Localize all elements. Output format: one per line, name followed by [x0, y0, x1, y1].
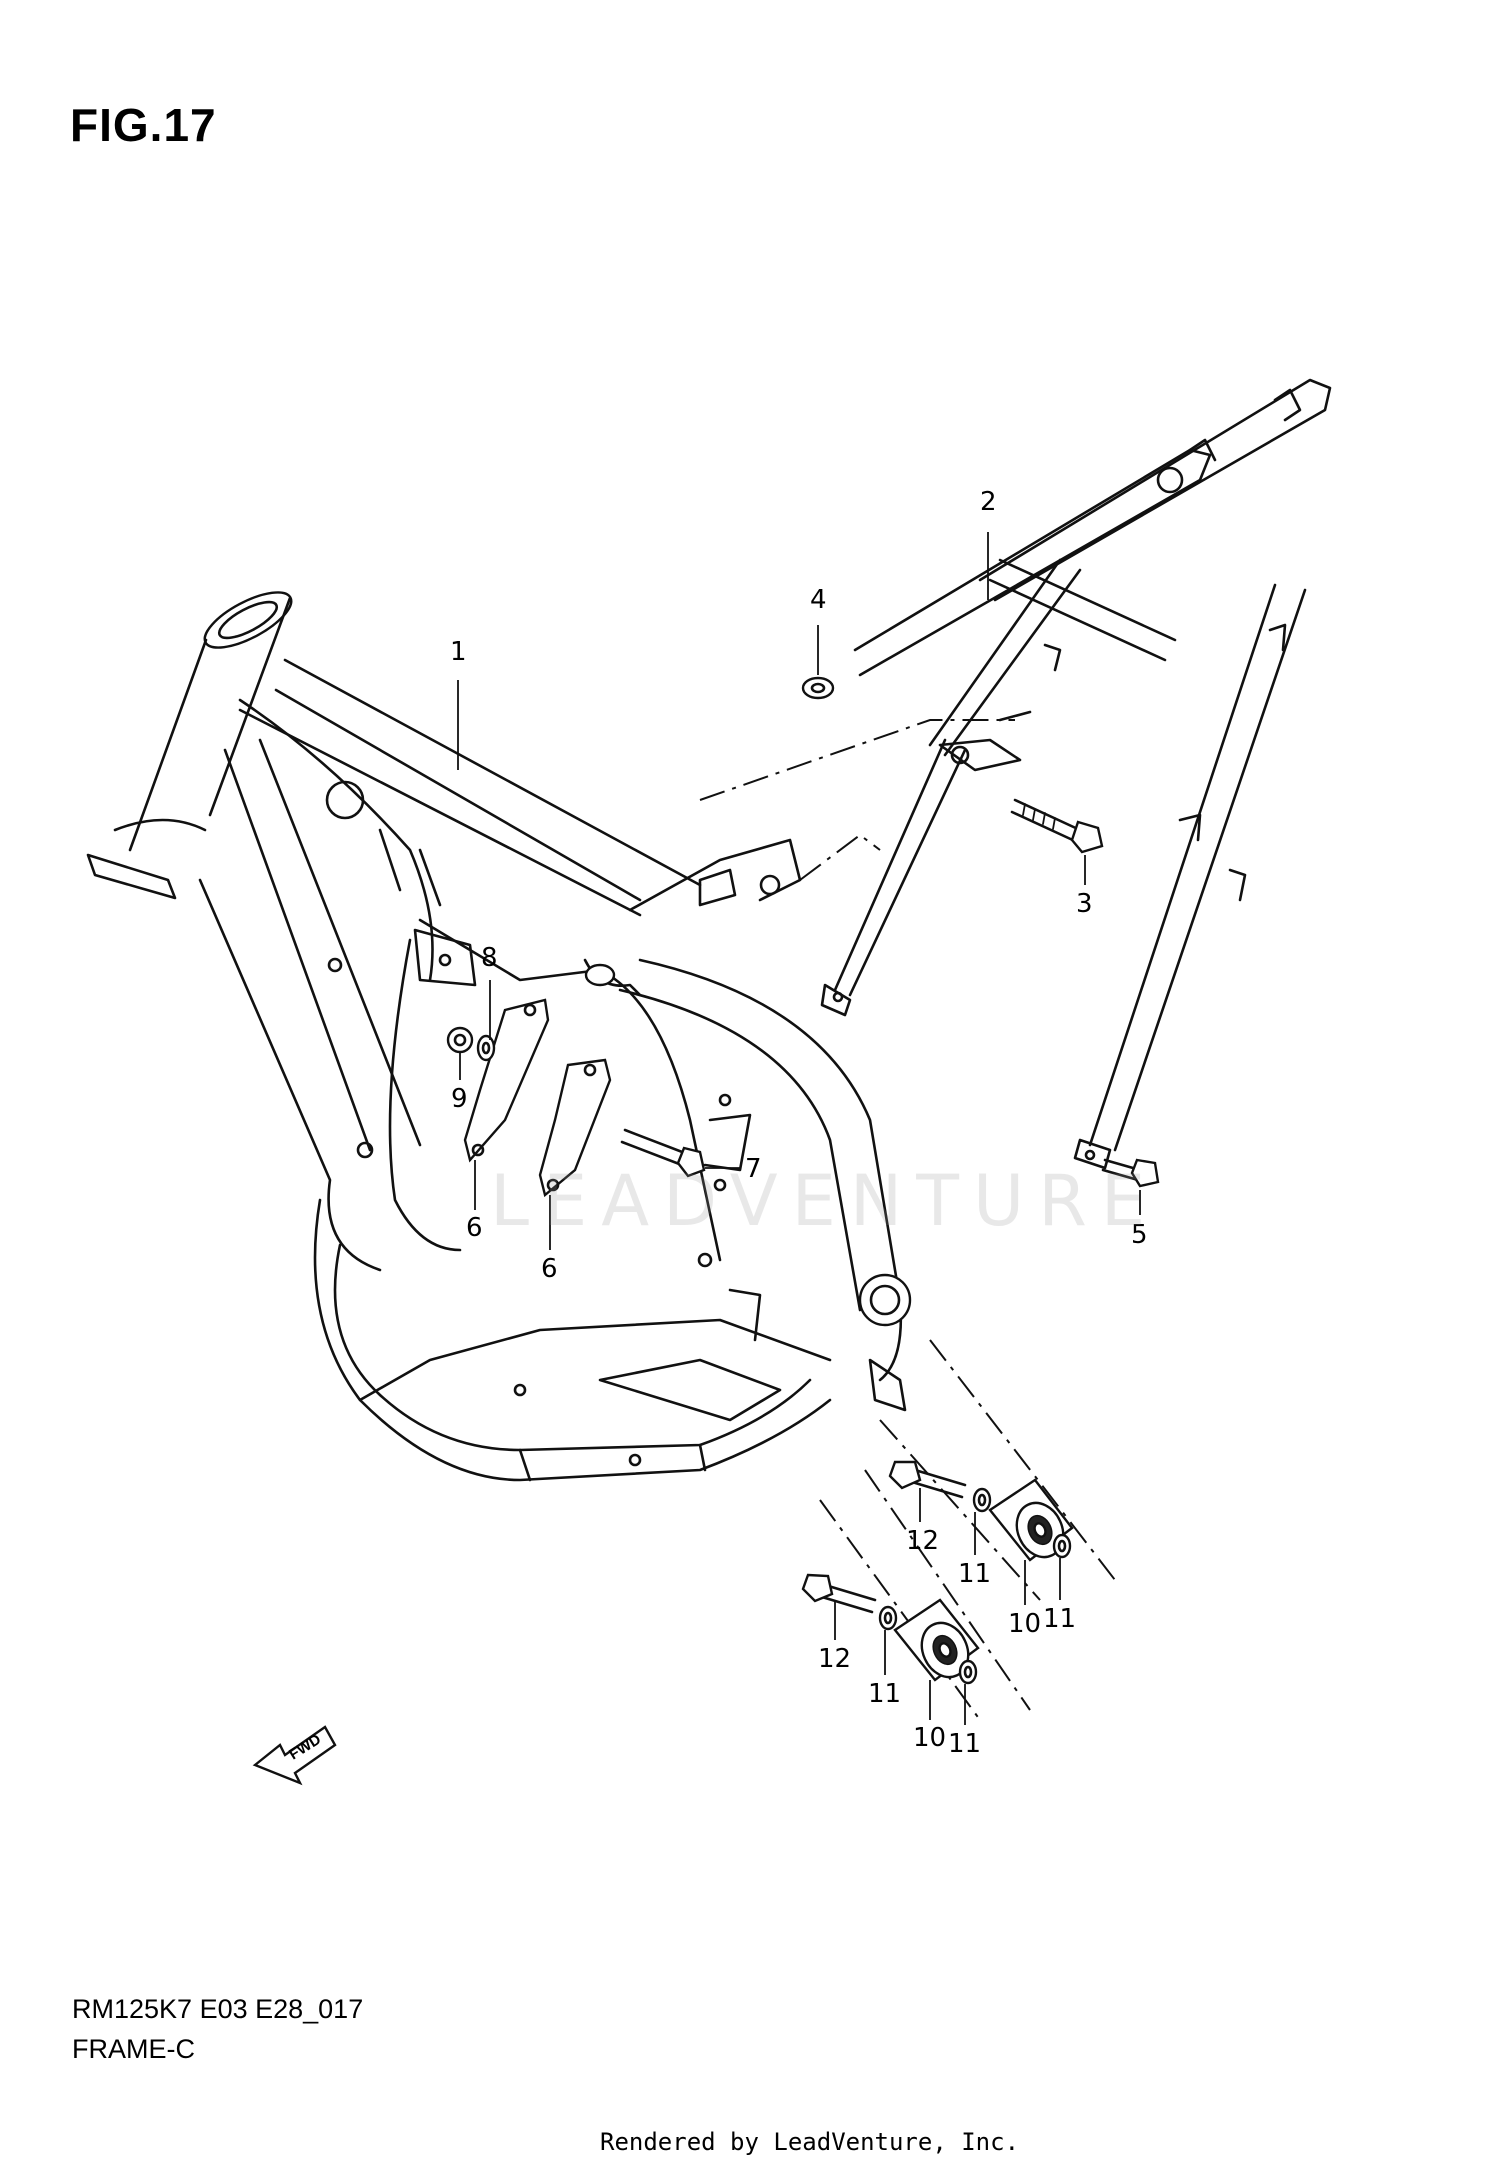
washer-part-11d[interactable]: [958, 1659, 978, 1685]
bolt-part-3[interactable]: [1010, 798, 1104, 854]
alignment-line-upper-mount: [799, 833, 881, 881]
callout-2: 2: [980, 487, 997, 517]
callout-11b: 11: [1043, 1604, 1076, 1634]
callout-8: 8: [481, 943, 498, 973]
render-credit: Rendered by LeadVenture, Inc.: [600, 2128, 1020, 2156]
bolt-part-5[interactable]: [1101, 1158, 1160, 1188]
leader-lines: [457, 532, 1141, 1725]
callout-10a: 10: [1008, 1609, 1041, 1639]
bolt-part-12a[interactable]: [888, 1460, 967, 1499]
engine-bracket-part-6a[interactable]: [463, 998, 550, 1163]
callout-7: 7: [745, 1154, 762, 1184]
callout-11c: 11: [868, 1679, 901, 1709]
fwd-arrow-icon: FWD: [252, 1725, 337, 1786]
bolt-part-7[interactable]: [620, 1128, 706, 1178]
callout-12b: 12: [818, 1644, 851, 1674]
callout-6b: 6: [541, 1254, 558, 1284]
callout-11d: 11: [948, 1729, 981, 1759]
model-code: RM125K7 E03 E28_017: [72, 1994, 364, 2024]
callout-4: 4: [810, 585, 827, 615]
callout-9: 9: [451, 1084, 468, 1114]
bolt-part-12b[interactable]: [801, 1573, 877, 1614]
callout-10b: 10: [913, 1723, 946, 1753]
rear-frame[interactable]: [820, 378, 1332, 1170]
watermark: LEADVENTURE: [490, 1160, 1160, 1242]
callout-12a: 12: [906, 1526, 939, 1556]
washer-part-11c[interactable]: [878, 1605, 898, 1631]
section-name: FRAME-C: [72, 2034, 195, 2064]
callout-11a: 11: [958, 1559, 991, 1589]
roller-part-10b[interactable]: [893, 1598, 980, 1685]
alignment-line-upper-roller-2: [879, 1419, 1041, 1601]
callout-6a: 6: [466, 1213, 483, 1243]
main-frame[interactable]: [86, 582, 912, 1482]
callout-3: 3: [1076, 889, 1093, 919]
engine-bracket-part-6b[interactable]: [538, 1058, 612, 1198]
nut-part-9[interactable]: [446, 1026, 474, 1054]
roller-part-10a[interactable]: [988, 1478, 1074, 1565]
callout-1: 1: [450, 637, 467, 667]
washer-part-11b[interactable]: [1052, 1533, 1072, 1559]
alignment-line-lower-roller: [864, 1469, 1031, 1711]
washer-part-8[interactable]: [476, 1034, 496, 1062]
figure-title: FIG.17: [70, 99, 217, 151]
callout-5: 5: [1131, 1220, 1148, 1250]
washer-part-11a[interactable]: [972, 1487, 992, 1513]
nut-part-4[interactable]: [801, 676, 835, 700]
alignment-line-rear-frame: [699, 719, 1015, 801]
alignment-line-upper-roller: [929, 1339, 1116, 1581]
